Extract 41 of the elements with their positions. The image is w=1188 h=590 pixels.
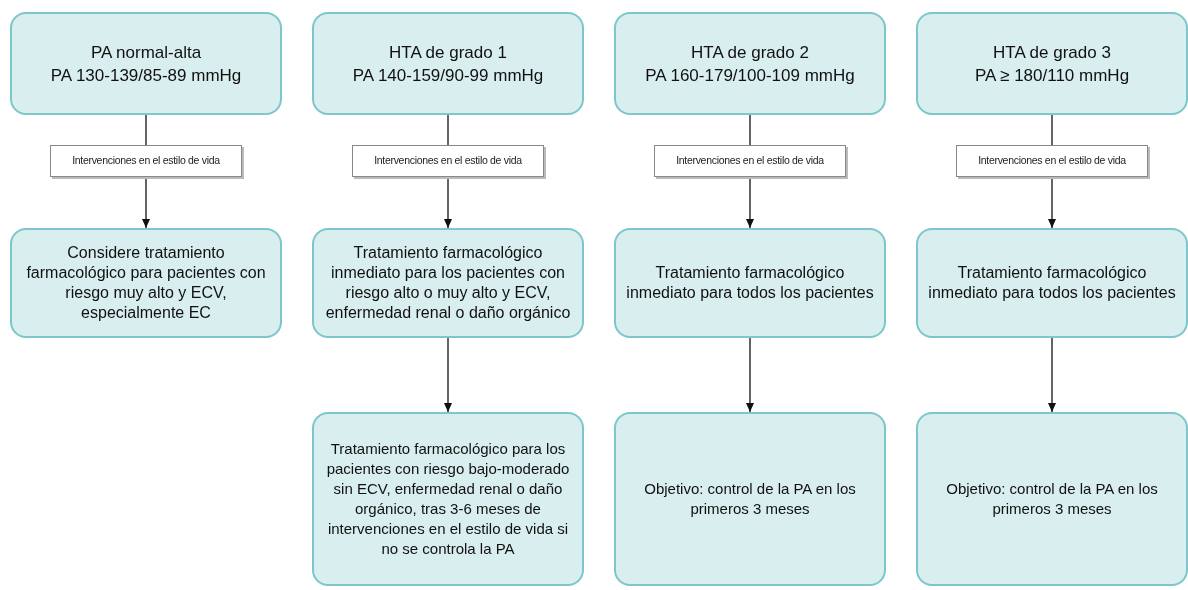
connector-line [145, 114, 147, 146]
box-text: HTA de grado 1 [389, 41, 507, 64]
box-text: Objetivo: control de la PA en los primeros 3 meses [643, 479, 857, 519]
box-text: PA 140-159/90-99 mmHg [352, 64, 544, 87]
label-box: Intervenciones en el estilo de vida [50, 145, 242, 177]
box-text: Considere tratamiento farmacológico para pacientes con riesgo muy alto y ECV, especialmente EC [25, 243, 267, 323]
connector-line [1051, 114, 1053, 146]
process-box [614, 412, 886, 586]
box-text: HTA de grado 2 [691, 41, 809, 64]
process-box [614, 12, 886, 115]
process-box [916, 12, 1188, 115]
process-box [312, 12, 584, 115]
label-box: Intervenciones en el estilo de vida [956, 145, 1148, 177]
box-text: Tratamiento farmacológico para los pacientes con riesgo bajo-moderado sin ECV, enfermedad renal o daño orgánico, tras 3-6 meses de intervenciones en el estilo de vida si no se controla la PA [325, 439, 571, 559]
process-box [10, 228, 282, 338]
box-text: Tratamiento farmacológico inmediato para todos los pacientes [927, 263, 1177, 303]
arrow [746, 337, 754, 413]
box-text: PA normal-alta [90, 41, 202, 64]
process-box [10, 12, 282, 115]
connector-line [447, 114, 449, 146]
process-box [614, 228, 886, 338]
connector-line [749, 114, 751, 146]
process-box [312, 228, 584, 338]
box-text: Tratamiento farmacológico inmediato para los pacientes con riesgo alto o muy alto y ECV, enfermedad renal o daño orgánico [324, 243, 572, 323]
process-box [916, 412, 1188, 586]
box-text: PA 130-139/85-89 mmHg [50, 64, 242, 87]
arrow [444, 337, 452, 413]
box-text: Objetivo: control de la PA en los primeros 3 meses [945, 479, 1159, 519]
arrow [1048, 337, 1056, 413]
box-text: PA ≥ 180/110 mmHg [974, 64, 1130, 87]
box-text: HTA de grado 3 [993, 41, 1111, 64]
arrow [142, 176, 150, 229]
process-box [916, 228, 1188, 338]
box-text: PA 160-179/100-109 mmHg [645, 64, 855, 87]
process-box [312, 412, 584, 586]
label-box: Intervenciones en el estilo de vida [654, 145, 846, 177]
label-box: Intervenciones en el estilo de vida [352, 145, 544, 177]
arrow [444, 176, 452, 229]
arrow [1048, 176, 1056, 229]
arrow [746, 176, 754, 229]
box-text: Tratamiento farmacológico inmediato para todos los pacientes [625, 263, 875, 303]
